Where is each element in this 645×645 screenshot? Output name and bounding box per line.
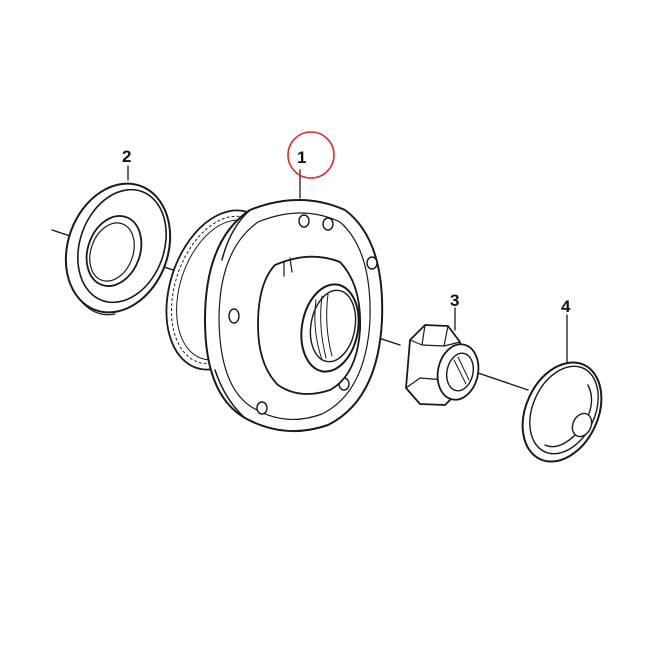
callout-label-1[interactable]: 1 xyxy=(297,148,306,167)
part-4-dust-cap xyxy=(521,361,603,463)
part-2-seal-ring xyxy=(64,182,172,316)
leader-lines xyxy=(127,165,568,363)
part-3-collar-nut xyxy=(405,324,480,406)
callout-label-3[interactable]: 3 xyxy=(450,291,459,310)
highlight-circle xyxy=(287,131,335,179)
part-1-wheel-hub xyxy=(165,199,384,433)
callout-label-2[interactable]: 2 xyxy=(122,147,131,166)
callout-label-4[interactable]: 4 xyxy=(561,297,571,316)
